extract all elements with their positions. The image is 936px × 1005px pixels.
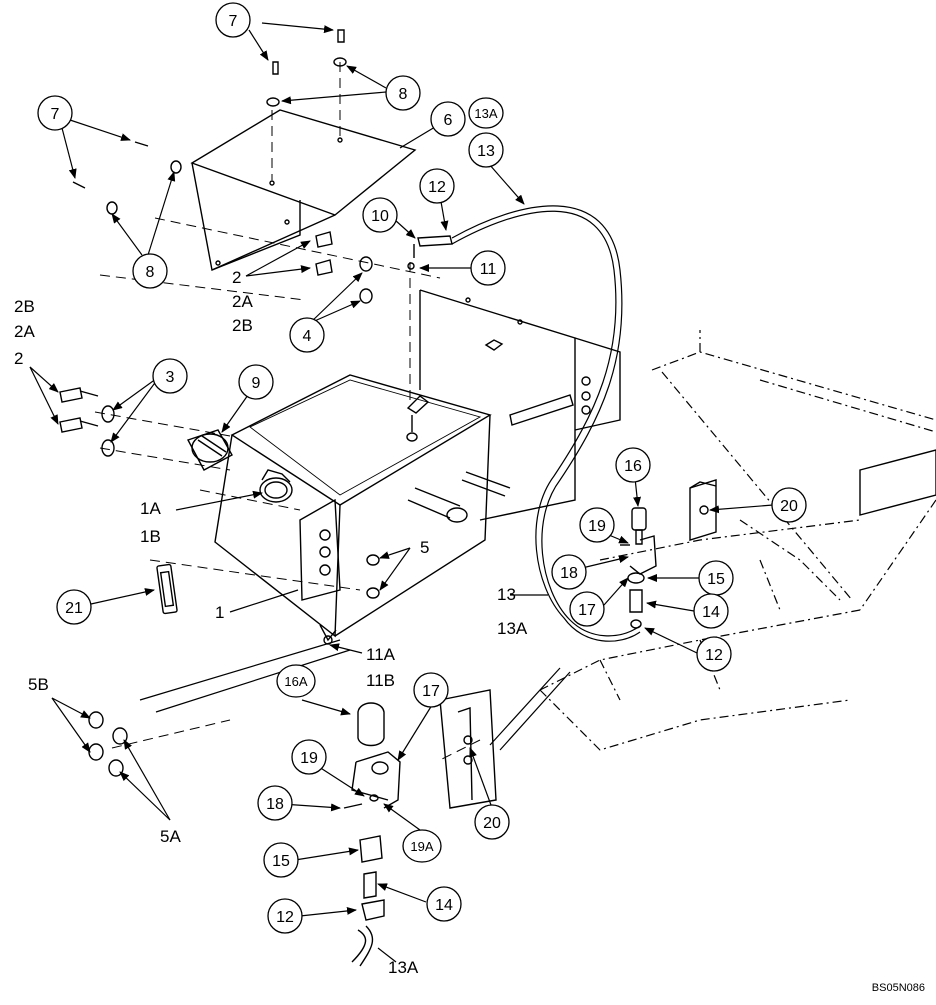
callout-17-bottom: 17: [422, 683, 440, 700]
dash-guides: [94, 62, 481, 761]
drawing-code: BS05N086: [872, 982, 925, 994]
washers-5: [88, 711, 128, 777]
fittings-top: [407, 235, 453, 270]
callout-20-bottom: 20: [483, 815, 501, 832]
label-2b-left: 2B: [14, 297, 35, 316]
leader-arrows: [29, 22, 774, 963]
label-2a-center: 2A: [232, 292, 253, 311]
label-5b: 5B: [28, 675, 49, 694]
tank: [214, 374, 511, 645]
sight-gauge: [156, 563, 178, 615]
callout-7-top: 7: [229, 13, 238, 30]
callout-8-left: 8: [146, 264, 155, 281]
callout-20-right: 20: [780, 498, 798, 515]
label-13: 13: [497, 585, 516, 604]
callout-14-bottom: 14: [435, 897, 453, 914]
label-13a-bottom: 13A: [388, 958, 419, 977]
callout-13a-top: 13A: [474, 106, 497, 121]
label-2a-left: 2A: [14, 322, 35, 341]
bracket-20-bottom: [439, 689, 497, 809]
callout-18-right: 18: [560, 565, 578, 582]
switch-assembly-right: [620, 507, 657, 629]
label-5: 5: [420, 538, 429, 557]
cover-plate: [190, 109, 417, 272]
callout-16: 16: [624, 458, 642, 475]
callout-12-bottom: 12: [276, 909, 294, 926]
mounting-bracket: [419, 289, 621, 521]
callout-3: 3: [166, 369, 175, 386]
label-1b: 1B: [140, 527, 161, 546]
callout-19-right: 19: [588, 518, 606, 535]
label-11b: 11B: [366, 671, 395, 690]
screws-top: [72, 29, 347, 215]
callout-10: 10: [371, 208, 389, 225]
bolts-center: [315, 231, 373, 304]
bolts-left: [59, 387, 115, 457]
line-art: [59, 29, 936, 967]
callout-21: 21: [65, 600, 83, 617]
callout-labels: 7 8 7 6 13A 13 12 10 11 8 4 3 9 21 20 16…: [51, 13, 798, 926]
callout-11: 11: [480, 261, 497, 278]
callout-15-right: 15: [707, 571, 725, 588]
plain-labels: 2 2A 2B 2B 2A 2 1A 1B 5 1 11A 11B 13 13A…: [14, 268, 528, 977]
callout-8-top: 8: [399, 86, 408, 103]
callout-19a: 19A: [410, 839, 433, 854]
frame-bar: [859, 449, 936, 516]
callout-7-left: 7: [51, 106, 60, 123]
callout-14-right: 14: [702, 604, 720, 621]
label-13a: 13A: [497, 619, 528, 638]
label-5a: 5A: [160, 827, 181, 846]
callout-17-right: 17: [578, 602, 596, 619]
callout-9: 9: [252, 375, 261, 392]
callout-19-bottom: 19: [300, 750, 318, 767]
callout-4: 4: [303, 328, 312, 345]
machine-frame: [539, 330, 936, 751]
label-1a: 1A: [140, 499, 161, 518]
label-2-center: 2: [232, 268, 241, 287]
callout-12-top: 12: [428, 179, 446, 196]
filler-cap: [186, 429, 233, 471]
label-2-left: 2: [14, 349, 23, 368]
callout-18-bottom: 18: [266, 796, 284, 813]
callout-12-right: 12: [705, 647, 723, 664]
switch-assembly-bottom: [343, 702, 401, 967]
callout-16a: 16A: [284, 674, 307, 689]
label-1: 1: [215, 603, 224, 622]
callout-15-bottom: 15: [272, 853, 290, 870]
callouts: [37, 2, 807, 934]
callout-6: 6: [444, 112, 453, 129]
label-11a: 11A: [366, 645, 396, 664]
label-2b-center: 2B: [232, 316, 253, 335]
bracket-20-right: [689, 479, 717, 541]
callout-13-top: 13: [477, 143, 495, 160]
hose: [451, 205, 641, 642]
